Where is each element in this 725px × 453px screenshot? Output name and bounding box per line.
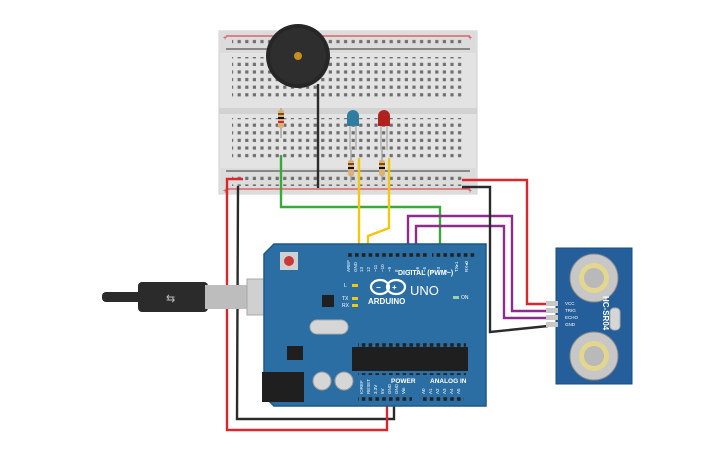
analog-header-label: ANALOG IN [430,378,467,385]
purple-wire-echo[interactable] [414,224,548,320]
green-wire[interactable] [279,155,442,254]
pin-label-gnd-top: GND [353,261,358,272]
crystal [309,319,349,335]
svg-text:+: + [468,35,472,42]
capacitor-2 [334,371,354,391]
digital-header-label: DIGITAL (PWM~) [398,270,453,277]
led-on-indicator [453,296,459,299]
pin-label-5: ~5 [422,266,427,272]
pin-label-9: ~9 [387,266,392,272]
pin-label-0: RX◂0 [464,260,469,272]
pin-label-a2: A2 [435,388,440,394]
digital-pin-labels: AREF GND 13 12 ~11 ~10 ~9 8 7 ~6 ~5 4 ~3… [346,260,469,272]
pin-label-5v: 5V [380,388,385,394]
black-gnd-wire-sensor[interactable] [462,185,549,334]
l-label: L [344,283,347,289]
piezo-buzzer[interactable] [266,24,330,88]
pin-label-7: 7 [408,269,413,272]
power-header-label: POWER [391,378,416,385]
ultrasonic-sensor[interactable]: VCC TRIG ECHO GND HC-SR04 [546,247,633,385]
pin-label-10: ~10 [380,264,385,272]
transducer-top [569,253,619,303]
pin-label-13: 13 [359,266,364,272]
pin-label-2: 2 [443,269,448,272]
pin-label-a0: A0 [421,388,426,394]
rx-label: RX [342,303,350,309]
pin-label-11: ~11 [373,264,378,272]
pin-label-3: ~3 [436,266,441,272]
power-jack [262,372,304,402]
brand-label: ARDUINO [368,297,405,306]
pin-label-vin: Vin [401,387,406,394]
pin-label-reset: RESET [366,379,371,394]
pin-label-1: TX▸1 [454,261,459,272]
breadboard: + + + + [218,30,478,195]
resistor-buzzer[interactable] [278,108,284,138]
tx-label: TX [342,296,349,302]
arduino-logo-icon: − + [369,278,407,296]
pin-label-a3: A3 [442,388,447,394]
svg-text:−: − [376,283,381,292]
sensor-pin-vcc: VCC [565,301,575,306]
led-rx-indicator [352,304,358,307]
pin-label-4: 4 [429,269,434,272]
pin-label-gnd2: GND [394,383,399,394]
svg-text:+: + [392,283,397,292]
blue-led[interactable] [347,110,359,150]
sensor-model-label: HC-SR04 [601,296,610,331]
pin-label-gnd1: GND [387,383,392,394]
resistor-blue-led[interactable] [348,150,354,182]
analog-header [420,396,464,402]
microcontroller-chip [352,347,468,371]
digital-header-1 [346,252,428,258]
arduino-uno[interactable]: − + DIGITAL (PWM~) ARDUINO UNO POWER ANA… [262,243,487,407]
pin-label-a5: A5 [456,388,461,394]
pin-label-aref: AREF [346,260,351,272]
transducer-bottom [569,331,619,381]
pin-label-ioref: IOREF [359,380,364,394]
sensor-pin-echo: ECHO [565,315,579,320]
model-label: UNO [410,283,439,298]
red-5v-wire[interactable] [225,177,389,432]
on-label: ON [461,295,469,301]
led-l-indicator [352,284,358,287]
resistor-red-led[interactable] [379,150,385,182]
pin-label-6: ~6 [415,266,420,272]
svg-text:+: + [223,35,227,42]
power-header [358,396,412,402]
sensor-pin-gnd: GND [565,322,576,327]
power-pin-labels: IOREF RESET 3.3V 5V GND GND Vin A0 A1 A2… [359,379,461,394]
pin-label-12: 12 [366,266,371,272]
pin-label-8: 8 [394,269,399,272]
svg-text:+: + [223,188,227,195]
pin-label-3v3: 3.3V [373,385,378,394]
pin-label-a4: A4 [449,388,454,394]
sensor-pin-trig: TRIG [565,308,576,313]
capacitor-1 [312,371,332,391]
led-tx-indicator [352,297,358,300]
red-vcc-wire[interactable] [462,178,548,306]
purple-wire-trig[interactable] [406,214,548,313]
red-led[interactable] [378,110,390,150]
svg-text:⇆: ⇆ [166,293,175,305]
pin-label-a1: A1 [428,388,433,394]
digital-header-2 [432,252,476,258]
svg-text:+: + [468,188,472,195]
